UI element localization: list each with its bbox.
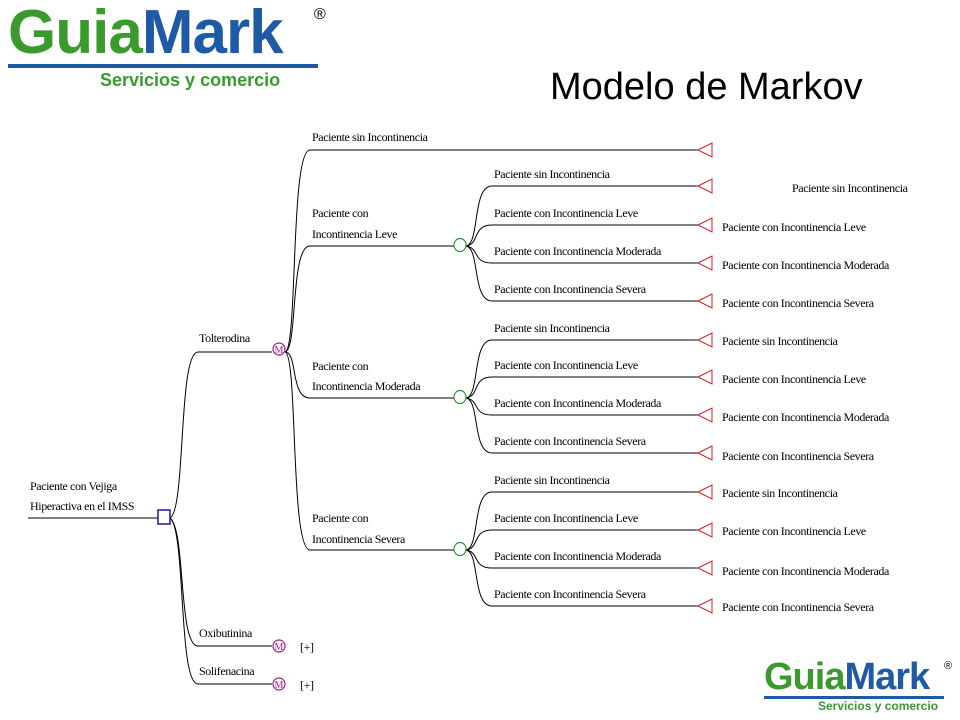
logo-registered: ® [314,6,326,23]
branch-severa-to-moderada [465,549,698,569]
terminal-label: Paciente con Incontinencia Leve [722,372,866,386]
expand-marker-solifenacina[interactable]: [+] [300,678,314,692]
markov-node-label: M [275,345,284,356]
terminal-node [696,369,713,385]
logo-guia-text: Guia [8,0,143,67]
branch-leve-to-leve [465,224,698,247]
state-label-moderada-line1: Paciente con [312,359,369,373]
branch-moderada-to-sin [465,339,698,399]
logo-mark-text: Mark [844,656,930,698]
branch-severa-to-leve [465,529,698,551]
chance-node-severa [453,541,467,557]
markov-node-solifenacina: M [272,677,286,691]
logo-mark-text: Mark [141,0,284,67]
branch-leve-to-severa [465,245,698,302]
branch-state-severa [284,351,454,551]
terminal-node-sin [696,142,713,158]
terminal-node [696,560,713,576]
branch-leve-to-moderada [465,245,698,264]
terminal-label: Paciente con Incontinencia Leve [722,524,866,538]
guiamark-logo-bottom: GuiaMark ® Servicios y comercio [764,656,960,718]
logo-tagline: Servicios y comercio [818,699,939,713]
terminal-node [696,484,713,500]
logo-underline [8,64,318,68]
terminal-node [696,445,713,461]
page-title: Modelo de Markov [550,66,863,108]
branch-leve-to-sin [465,185,698,247]
state-label-severa-line2: Incontinencia Severa [312,532,405,546]
decision-node [157,509,171,525]
terminal-node [696,255,713,271]
terminal-label: Paciente con Incontinencia Moderada [722,564,889,578]
terminal-label: Paciente con Incontinencia Leve [722,220,866,234]
state-label-leve-line2: Incontinencia Leve [312,227,398,241]
terminal-node [696,407,713,423]
logo-tagline: Servicios y comercio [100,70,281,90]
branch-state-leve [284,245,454,353]
branch-tolterodina [169,351,272,519]
transition-label: Paciente con Incontinencia Leve [494,358,638,372]
terminal-node [696,178,713,194]
transition-label: Paciente con Incontinencia Moderada [494,549,661,563]
terminal-label: Paciente sin Incontinencia [722,486,838,500]
branch-state-moderada [284,351,454,399]
guiamark-logo-top: GuiaMark ® Servicios y comercio [8,0,338,95]
terminal-node [696,217,713,233]
markov-node-label: M [275,680,284,691]
expand-marker-oxibutinina[interactable]: [+] [300,640,314,654]
transition-label: Paciente con Incontinencia Severa [494,434,646,448]
transition-label: Paciente con Incontinencia Moderada [494,396,661,410]
root-label-line1: Paciente con Vejiga [30,479,117,493]
transition-label: Paciente con Incontinencia Leve [494,206,638,220]
terminal-label: Paciente con Incontinencia Severa [722,296,874,310]
branch-state-sin [284,149,698,353]
transition-label: Paciente con Incontinencia Leve [494,511,638,525]
state-label-sin: Paciente sin Incontinencia [312,130,428,144]
terminal-node [696,293,713,309]
terminal-node [696,522,713,538]
terminal-label: Paciente con Incontinencia Severa [722,600,874,614]
terminal-label: Paciente sin Incontinencia [792,181,908,195]
transition-label: Paciente con Incontinencia Moderada [494,244,661,258]
branch-moderada-to-moderada [465,397,698,416]
transition-label: Paciente sin Incontinencia [494,473,610,487]
markov-node-label: M [275,642,284,653]
chance-node-leve [453,237,467,253]
markov-node-oxibutinina: M [272,639,286,653]
branch-severa-to-severa [465,549,698,607]
terminal-label: Paciente sin Incontinencia [722,334,838,348]
option-solifenacina: Solifenacina [199,664,255,678]
logo-registered: ® [944,660,953,672]
branch-solifenacina [169,517,272,685]
state-label-moderada-line2: Incontinencia Moderada [312,379,421,393]
branch-moderada-to-leve [465,376,698,399]
logo-underline [764,696,944,699]
transition-label: Paciente sin Incontinencia [494,321,610,335]
terminal-label: Paciente con Incontinencia Moderada [722,258,889,272]
markov-node-tolterodina: M [272,342,286,356]
state-label-severa-line1: Paciente con [312,511,369,525]
transition-label: Paciente con Incontinencia Severa [494,282,646,296]
chance-node-moderada [453,389,467,405]
terminal-node [696,332,713,348]
terminal-label: Paciente con Incontinencia Severa [722,449,874,463]
terminal-label: Paciente con Incontinencia Moderada [722,410,889,424]
option-tolterodina: Tolterodina [199,331,250,345]
state-label-leve-line1: Paciente con [312,206,369,220]
logo-guia-text: Guia [764,656,845,698]
branch-severa-to-sin [465,491,698,551]
terminal-node [696,598,713,614]
branch-moderada-to-severa [465,397,698,454]
transition-label: Paciente con Incontinencia Severa [494,587,646,601]
root-label-line2: Hiperactiva en el IMSS [30,499,135,513]
transition-label: Paciente sin Incontinencia [494,167,610,181]
option-oxibutinina: Oxibutinina [199,626,252,640]
